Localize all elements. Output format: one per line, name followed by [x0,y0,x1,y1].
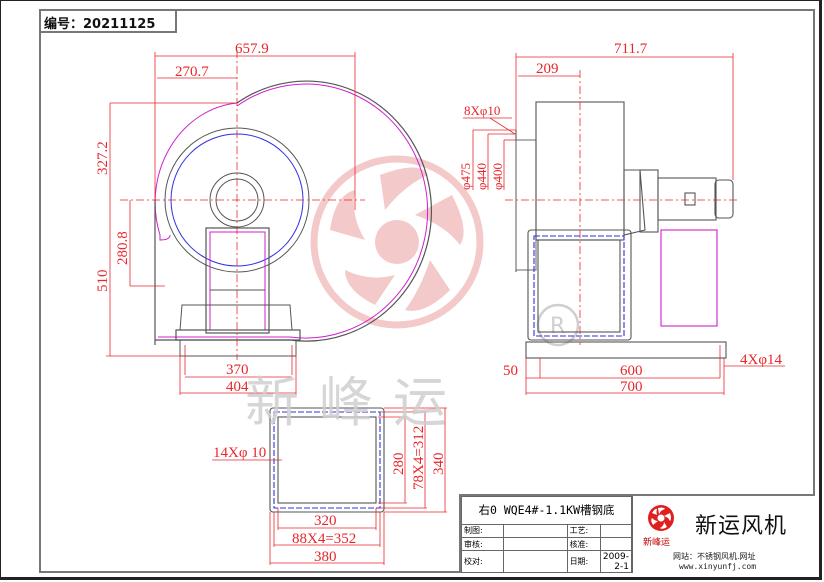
dim-209: 209 [536,61,559,77]
label-drafter: 制图: [460,523,505,539]
dim-404: 404 [226,379,249,395]
side-view-dimensions [463,53,785,395]
brand-panel: 新峰运 新运风机 网站：不锈钢风机.网址 www.xinyunfj.com [632,496,815,573]
dim-4x-holes: 4Xφ14 [740,352,782,368]
dim-88x4-352: 88X4=352 [292,531,356,547]
value-date: 2009-2-1 [599,550,633,573]
dim-270-7: 270.7 [175,64,209,80]
label-date: 日期: [566,550,601,573]
dim-380: 380 [314,549,337,565]
dim-657-9: 657.9 [235,41,269,57]
outlet-flange-dimensions [212,407,447,565]
label-process: 工艺: [566,523,601,539]
watermark-text: 新峰运 [245,371,467,434]
drawing-code-box: 编号：20211125 [39,9,177,33]
drawing-inner-border [39,9,815,573]
side-view-fan [505,70,740,359]
value-drafter [503,523,568,539]
dim-8x-holes: 8Xφ10 [464,103,500,118]
dim-700: 700 [620,379,643,395]
title-block: 右0 WQE4#-1.1KW槽钢底 制图: 工艺: 审核: 核准: 校对: 日期… [459,494,815,573]
dim-dia-400: φ400 [490,163,505,190]
dim-327-2: 327.2 [95,141,111,175]
dim-340: 340 [431,453,447,476]
drawing-code-label: 编号： [44,17,84,32]
drawing-title: 右0 WQE4#-1.1KW槽钢底 [461,496,632,525]
dim-dia-475: φ475 [458,163,473,190]
drawing-code-value: 20211125 [83,17,156,32]
value-process [599,523,633,539]
brand-name: 新运风机 [695,514,788,539]
label-approve: 核准: [566,537,601,552]
value-review [503,537,568,552]
dim-dia-440: φ440 [474,163,489,190]
label-check: 校对: [460,550,505,573]
dim-600: 600 [620,363,643,379]
dim-711-7: 711.7 [614,41,648,57]
svg-text:R: R [550,314,565,339]
dim-50: 50 [503,363,518,379]
brand-logo-text: 新峰运 [643,538,671,548]
title-block-table: 右0 WQE4#-1.1KW槽钢底 制图: 工艺: 审核: 核准: 校对: 日期… [460,496,633,573]
dim-280: 280 [391,453,407,476]
dim-14x-holes: 14Xφ 10 [213,445,266,461]
dim-78x4-312: 78X4=312 [411,426,427,490]
dim-510: 510 [95,270,111,293]
value-approve [599,537,633,552]
website-url[interactable]: www.xinyunfj.com [679,562,757,571]
value-check [503,550,568,573]
watermark-fan-logo-icon [310,155,484,329]
fan-logo-icon [648,505,674,531]
front-view-dimensions [106,52,356,395]
label-review: 审核: [460,537,505,552]
front-view-fan-housing [120,50,432,360]
dim-370: 370 [226,362,249,378]
registered-mark-icon: R [536,303,580,347]
dim-280-8: 280.8 [115,231,131,265]
dim-320: 320 [314,513,337,529]
website-label: 网站：不锈钢风机.网址 [673,552,756,561]
